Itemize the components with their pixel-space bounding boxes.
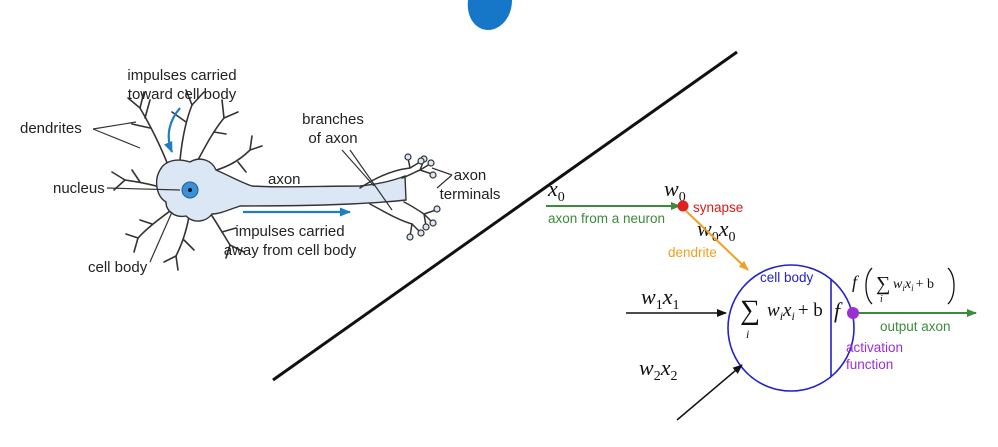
output-sum-body: wixi+ b bbox=[893, 277, 934, 293]
biological-labels: impulses carried toward cell body dendri… bbox=[20, 67, 500, 276]
sum-symbol: ∑ bbox=[740, 295, 760, 326]
w1x1-label: w1x1 bbox=[641, 284, 679, 313]
output-axon-label: output axon bbox=[880, 319, 951, 334]
activation-function-label-2: function bbox=[846, 357, 893, 372]
dendrite-label: dendrite bbox=[668, 245, 717, 260]
branches-label-1: branches bbox=[302, 111, 364, 128]
nucleus-label: nucleus bbox=[53, 180, 105, 197]
output-sum-index: i bbox=[880, 294, 883, 305]
w0-label: w0 bbox=[664, 176, 686, 205]
axon-terminal-blobs bbox=[404, 153, 441, 241]
impulses-toward-arrow bbox=[163, 107, 181, 153]
w2x2-label: w2x2 bbox=[639, 355, 677, 384]
axon-label: axon bbox=[268, 171, 301, 188]
axon-from-neuron-label: axon from a neuron bbox=[548, 211, 665, 226]
neuron-model: x0 axon from a neuron w0 synapse w0x0 de… bbox=[546, 176, 977, 421]
activation-f: f bbox=[834, 298, 843, 323]
sum-body: wixi+ b bbox=[767, 300, 823, 323]
output-paren-right bbox=[947, 267, 955, 305]
cell-body-model-label: cell body bbox=[760, 270, 814, 285]
impulses-away-label-2: away from cell body bbox=[224, 242, 357, 259]
terminals-label-2: terminals bbox=[440, 186, 501, 203]
impulses-toward-label-2: toward cell body bbox=[128, 86, 237, 103]
output-paren-left bbox=[865, 267, 873, 305]
dendrite-branches bbox=[111, 89, 263, 271]
dendrites-label: dendrites bbox=[20, 120, 82, 137]
cell-body-label: cell body bbox=[88, 259, 148, 276]
nucleus-pointer bbox=[106, 187, 181, 191]
synapse-dot bbox=[677, 200, 689, 212]
impulses-toward-label-1: impulses carried bbox=[127, 67, 236, 84]
input-2-arrow bbox=[676, 364, 743, 421]
dendrite-line bbox=[685, 210, 749, 271]
cell-body-circle bbox=[727, 264, 855, 392]
soma-shape bbox=[155, 158, 407, 222]
branches-label-2: of axon bbox=[308, 130, 357, 147]
cell-body-pointer bbox=[149, 211, 173, 263]
output-sum-symbol: ∑ bbox=[876, 273, 890, 295]
top-blue-shape bbox=[467, 0, 512, 30]
nucleus-dot bbox=[188, 188, 192, 192]
output-formula: f ∑ i wixi+ b bbox=[852, 267, 955, 305]
branches-pointer bbox=[341, 149, 393, 211]
output-f: f bbox=[852, 272, 860, 292]
activation-function-label-1: activation bbox=[846, 340, 903, 355]
synapse-label: synapse bbox=[693, 200, 743, 215]
biological-neuron bbox=[111, 89, 441, 271]
dendrites-pointer bbox=[92, 121, 141, 149]
sum-index: i bbox=[746, 327, 749, 341]
impulses-away-label-1: impulses carried bbox=[235, 223, 344, 240]
terminals-label-1: axon bbox=[454, 167, 487, 184]
terminals-pointer bbox=[431, 167, 453, 189]
divider-line bbox=[272, 50, 738, 382]
x0-label: x0 bbox=[547, 176, 565, 205]
output-dot bbox=[847, 307, 859, 319]
